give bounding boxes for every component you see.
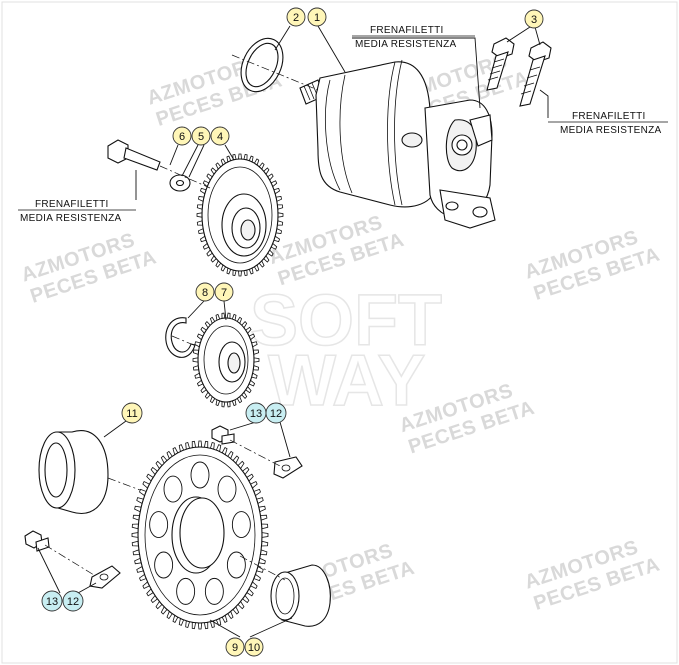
assembly-axis-lines — [44, 54, 319, 581]
callout-label: 13 — [250, 408, 262, 420]
gear-tooth — [131, 532, 139, 538]
big-watermark-line1: SOFT — [250, 281, 442, 361]
gear-hole — [231, 511, 251, 539]
note-top-line2: MEDIA RESISTENZA — [355, 39, 457, 50]
callout-13-lower: 13 — [41, 590, 63, 612]
plate-screw-upper-part — [211, 425, 303, 479]
gear-tooth — [253, 357, 260, 363]
callout-13-upper: 13 — [245, 402, 267, 424]
double-gear-part — [196, 153, 284, 277]
gear-hole — [163, 475, 183, 503]
leader-lines — [37, 25, 549, 638]
gear-tooth — [238, 153, 242, 160]
callout-1: 1 — [307, 7, 327, 27]
big-watermark-line2: WAY — [268, 341, 425, 421]
gear-hole — [149, 511, 169, 539]
note-top-line1: FRENAFILETTI — [370, 25, 444, 36]
gear-hole — [226, 551, 246, 579]
callout-10: 10 — [244, 637, 264, 657]
gear-tooth — [238, 270, 242, 277]
bearing-ring-part — [38, 430, 109, 514]
circlip-part — [165, 317, 196, 358]
callout-label: 10 — [248, 642, 260, 654]
o-ring-part — [240, 37, 284, 93]
callout-label: 2 — [293, 12, 299, 24]
callout-label: 7 — [221, 287, 227, 299]
callout-label: 4 — [217, 131, 223, 143]
gear-hole — [190, 461, 210, 489]
note-left-line1: FRENAFILETTI — [35, 199, 109, 210]
callouts: 2 1 3 6 5 4 8 7 11 13 12 13 12 9 10 — [41, 7, 544, 657]
gear-tooth — [277, 212, 284, 218]
washer-part — [169, 174, 191, 192]
note-right: FRENAFILETTI MEDIA RESISTENZA — [548, 111, 668, 136]
note-right-line2: MEDIA RESISTENZA — [560, 125, 662, 136]
gear-hole — [217, 475, 237, 503]
callout-label: 8 — [202, 287, 208, 299]
callout-6: 6 — [172, 126, 192, 146]
callout-2: 2 — [286, 7, 306, 27]
callout-label: 9 — [232, 642, 238, 654]
callout-4: 4 — [210, 126, 230, 146]
screw-pair-part — [486, 37, 552, 107]
gear-hole — [154, 551, 174, 579]
callout-11: 11 — [121, 402, 143, 424]
callout-5: 5 — [191, 126, 211, 146]
callout-12-lower: 12 — [62, 590, 84, 612]
callout-label: 12 — [67, 596, 79, 608]
plate-screw-lower-part — [24, 530, 121, 589]
callout-label: 6 — [179, 131, 185, 143]
gear-tooth — [131, 523, 139, 530]
sleeve-part — [270, 564, 331, 627]
callout-label: 12 — [270, 408, 282, 420]
gear-tooth — [192, 357, 199, 363]
callout-label: 13 — [46, 596, 58, 608]
note-left: FRENAFILETTI MEDIA RESISTENZA — [18, 199, 136, 224]
note-top: FRENAFILETTI MEDIA RESISTENZA — [352, 25, 475, 50]
gear-tooth — [196, 212, 203, 218]
callout-8: 8 — [195, 282, 215, 302]
starter-motor-part — [299, 59, 496, 229]
bolt-part — [107, 139, 161, 171]
callout-label: 1 — [314, 12, 320, 24]
callout-9: 9 — [225, 637, 245, 657]
callout-7: 7 — [214, 282, 234, 302]
small-gear-part — [192, 312, 260, 408]
gear-tooth — [261, 532, 269, 538]
large-gear-part — [131, 440, 269, 630]
gear-hole — [204, 577, 224, 605]
callout-label: 11 — [126, 408, 137, 420]
gear-tooth — [197, 440, 203, 448]
gear-tooth — [261, 523, 269, 530]
callout-12-upper: 12 — [265, 402, 287, 424]
gear-tooth — [131, 540, 139, 547]
gear-tooth — [261, 540, 269, 547]
gear-tooth — [197, 622, 203, 630]
note-right-line1: FRENAFILETTI — [572, 111, 646, 122]
gear-hole — [176, 577, 196, 605]
callout-3: 3 — [524, 9, 544, 29]
callout-label: 3 — [531, 14, 537, 26]
note-left-line2: MEDIA RESISTENZA — [20, 213, 122, 224]
callout-label: 5 — [198, 131, 204, 143]
